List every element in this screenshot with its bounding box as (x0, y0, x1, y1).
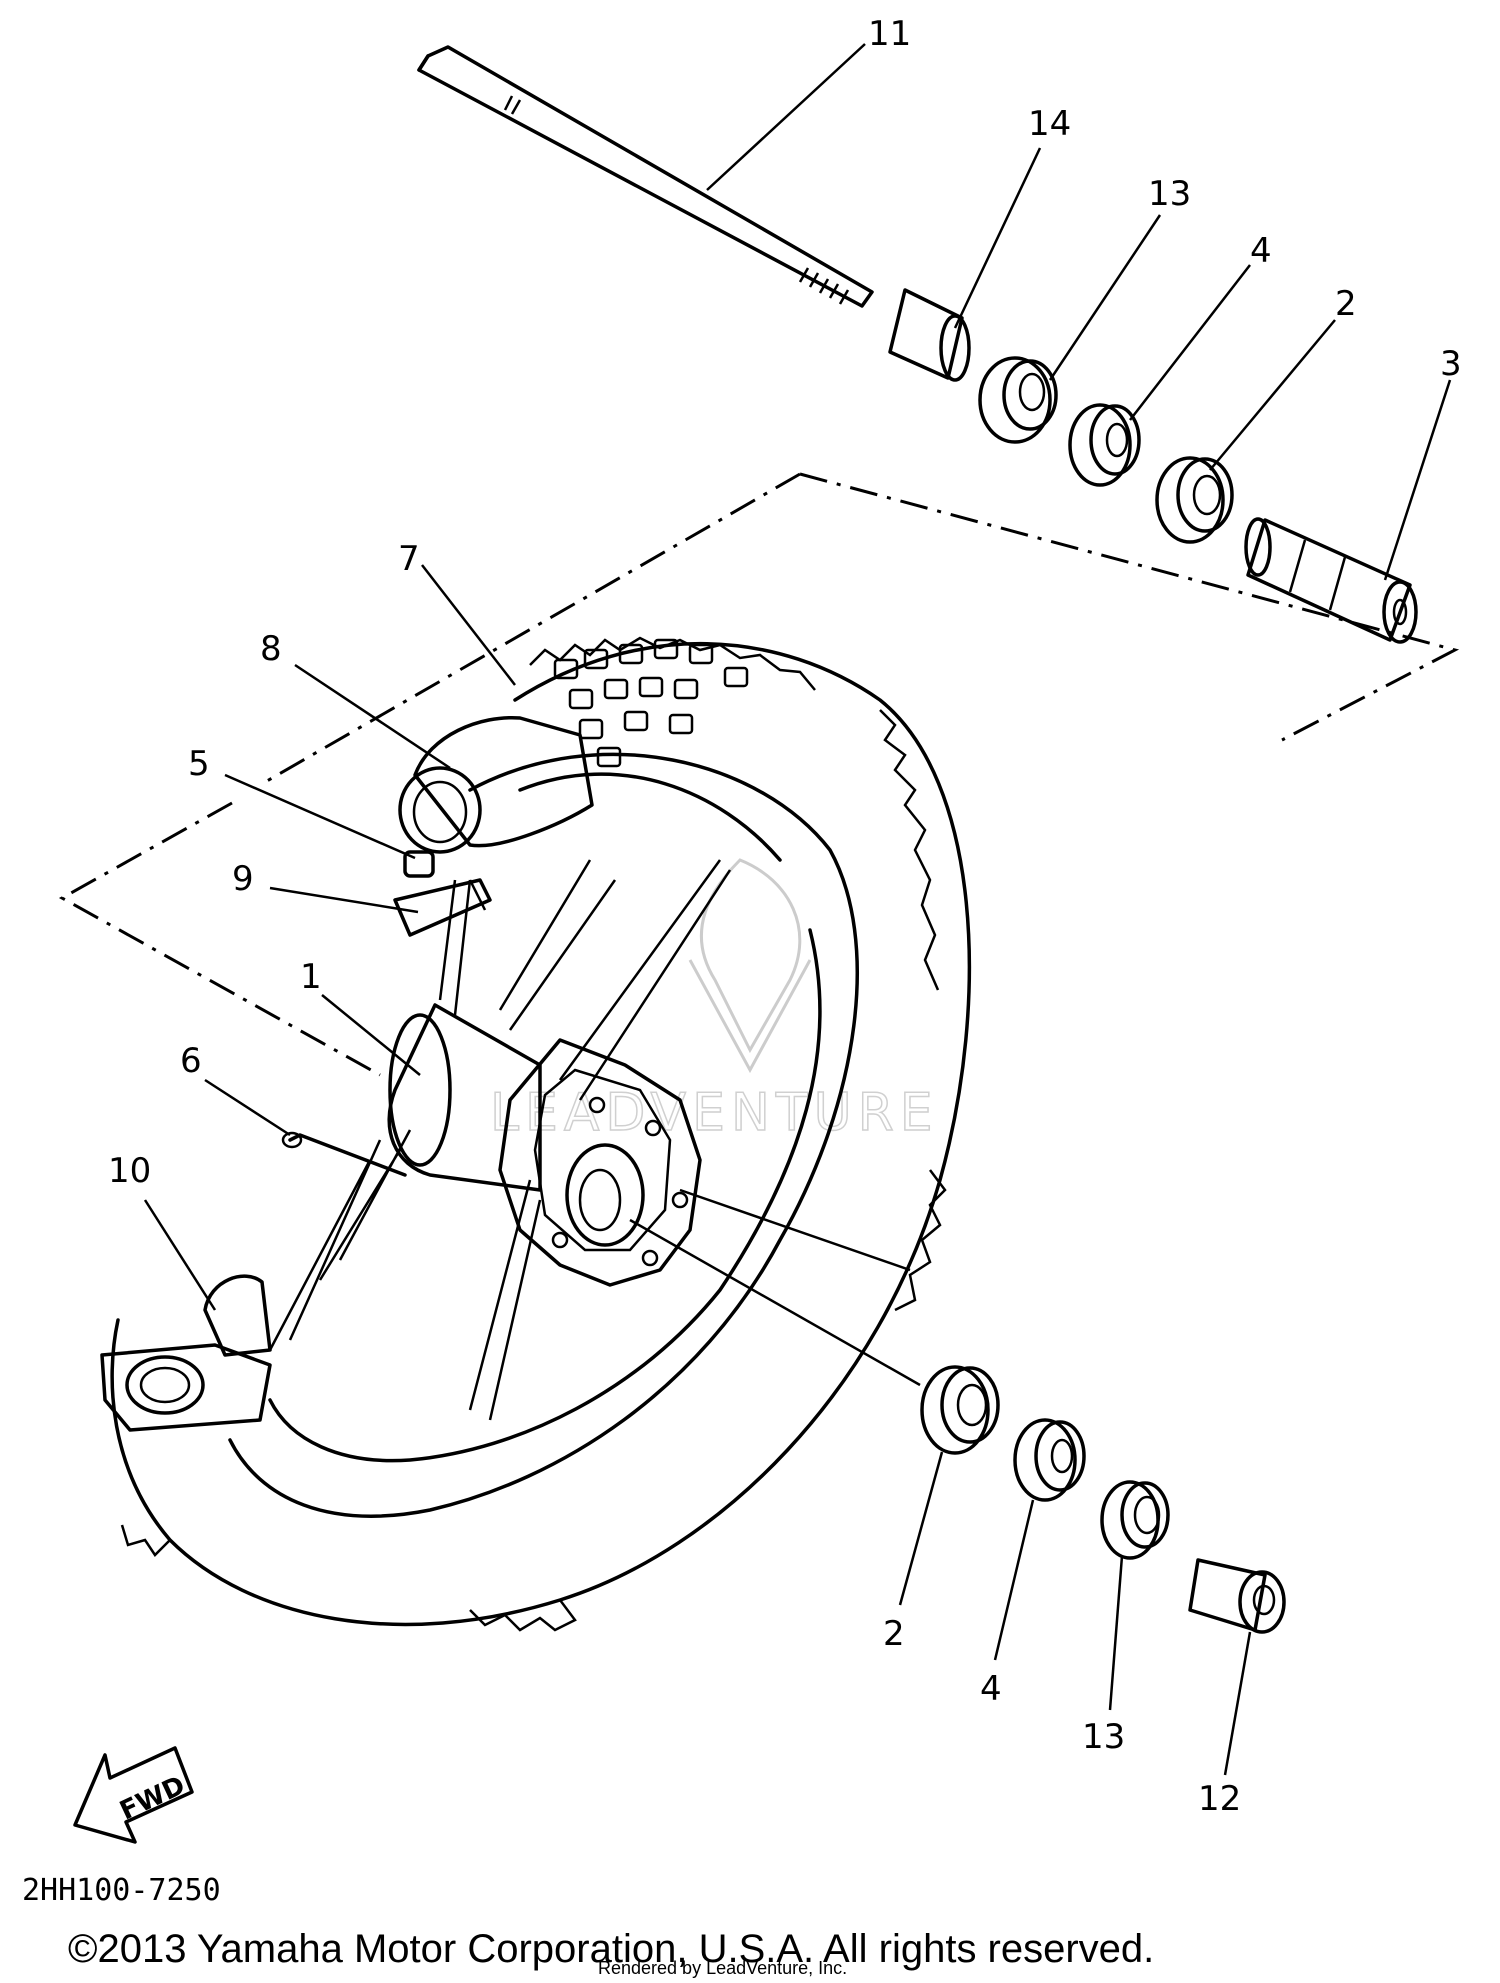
callout-4-bottom: 4 (980, 1669, 1002, 1709)
spokes (268, 859, 911, 1421)
spacer-sleeve (1244, 517, 1418, 644)
axle-assembly-boundary (799, 472, 1460, 742)
spacer-bottom (1013, 1418, 1086, 1502)
axle-collar (888, 288, 971, 382)
callout-1: 1 (300, 957, 322, 997)
rim-lock (100, 1274, 272, 1432)
tire (110, 636, 972, 1632)
callout-9: 9 (232, 859, 254, 899)
bearing-top (1155, 456, 1234, 544)
fwd-label: FWD (115, 1771, 189, 1827)
valve-cap (403, 850, 435, 878)
watermark: LEADVENTURE (489, 858, 939, 1144)
watermark-text: LEADVENTURE (490, 1083, 939, 1143)
callout-6: 6 (180, 1041, 202, 1081)
callout-4-top: 4 (1250, 231, 1272, 271)
callout-13-top: 13 (1148, 174, 1191, 214)
hub (387, 1003, 702, 1287)
axle-centerline (629, 1218, 921, 1387)
callout-7: 7 (398, 539, 420, 579)
callout-2-top: 2 (1335, 284, 1357, 324)
hub-assembly-boundary (58, 472, 801, 1077)
callout-8: 8 (260, 629, 282, 669)
oil-seal-bottom (1100, 1480, 1170, 1560)
callout-2-bottom: 2 (883, 1614, 905, 1654)
watermark-v-icon (688, 959, 812, 1074)
rendered-by: Rendered by LeadVenture, Inc. (598, 1958, 847, 1978)
rim-band (393, 878, 492, 937)
callout-10: 10 (108, 1151, 151, 1191)
callout-5: 5 (188, 744, 210, 784)
callout-14: 14 (1028, 104, 1071, 144)
fwd-arrow-icon: FWD (73, 1746, 194, 1844)
spacer-top (1068, 403, 1141, 487)
callout-numbers: 11 14 13 4 2 3 7 8 5 9 1 6 10 2 4 13 12 (108, 14, 1462, 1819)
callout-13-bottom: 13 (1082, 1717, 1125, 1757)
part-number: 2HH100-7250 (22, 1873, 221, 1908)
inner-tube (398, 715, 594, 854)
front-axle (417, 45, 874, 308)
tread-knobs (553, 638, 749, 768)
copyright: ©2013 Yamaha Motor Corporation, U.S.A. A… (68, 1927, 1154, 1971)
callout-11: 11 (868, 14, 911, 54)
callout-3: 3 (1440, 344, 1462, 384)
callout-12: 12 (1198, 1779, 1241, 1819)
spoke-nipple (281, 1131, 407, 1177)
bearing-bottom (920, 1365, 1000, 1455)
collar-bottom (1188, 1558, 1286, 1634)
oil-seal-top (978, 356, 1058, 444)
watermark-flame-icon (699, 858, 802, 1054)
leader-lines (143, 43, 1452, 1776)
